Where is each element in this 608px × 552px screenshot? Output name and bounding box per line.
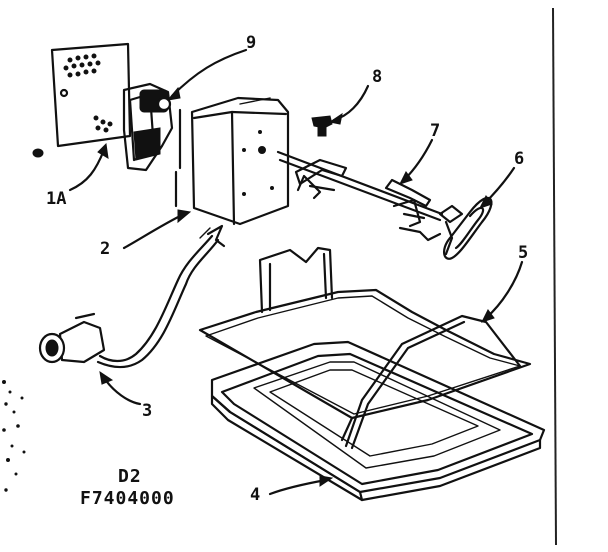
drip-pan-4: [210, 340, 546, 502]
callout-label-2: 2: [100, 239, 110, 259]
motor-housing-2: [190, 96, 290, 226]
thumb-screw-8: [311, 115, 333, 137]
callout-label-3: 3: [142, 401, 152, 421]
callout-arrows: [68, 48, 524, 496]
scan-speckles: [2, 380, 26, 492]
diagram-caption-part-number: F7404000: [80, 488, 175, 509]
motor-bracket-9: [122, 82, 182, 208]
spit-rod-7: [276, 150, 444, 242]
callout-label-5: 5: [518, 243, 528, 263]
page-border-right: [552, 7, 557, 546]
wire-rack-5: [198, 246, 532, 450]
callout-label-8: 8: [372, 67, 382, 87]
mounting-plate-1a: [32, 42, 132, 158]
callout-label-1a: 1A: [46, 189, 66, 209]
callout-label-6: 6: [514, 149, 524, 169]
callout-label-9: 9: [246, 33, 256, 53]
callout-label-7: 7: [430, 121, 440, 141]
callout-label-4: 4: [250, 485, 260, 505]
power-cord-3: [38, 224, 226, 369]
diagram-caption-code: D2: [118, 466, 142, 487]
